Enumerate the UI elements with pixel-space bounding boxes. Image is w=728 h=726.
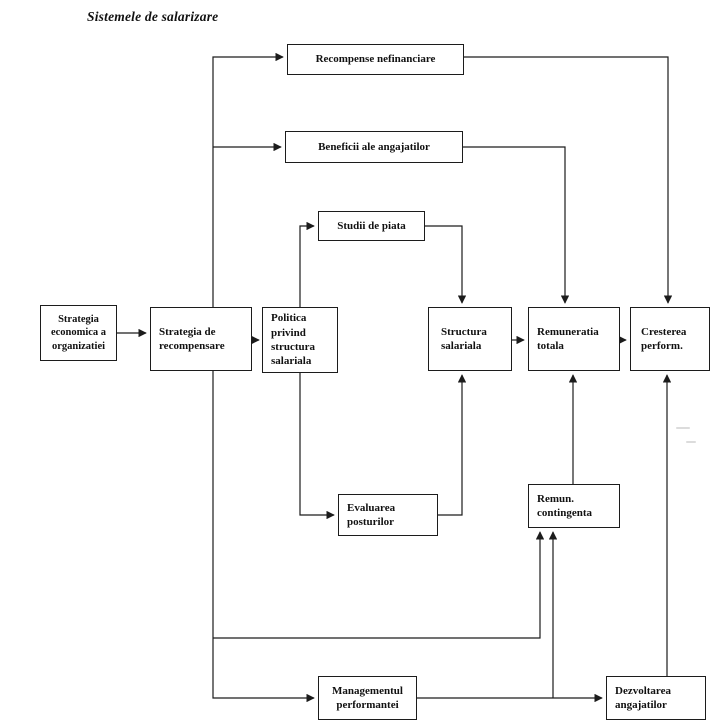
node-politica-structura-salariala: Politica privind structura salariala [262, 307, 338, 373]
node-label: Politica privind structura salariala [271, 312, 315, 368]
node-label: Recompense nefinanciare [315, 53, 436, 66]
node-beneficii-angajati: Beneficii ale angajatilor [285, 131, 463, 163]
node-structura-salariala: Structura salariala [428, 307, 512, 371]
node-strategia-economica: Strategia economica a organizatiei [40, 305, 117, 361]
node-label: Structura salariala [441, 325, 487, 352]
node-label: Cresterea perform. [641, 325, 687, 352]
node-evaluarea-posturilor: Evaluarea posturilor [338, 494, 438, 536]
scan-artifact [676, 427, 690, 429]
node-label: Remuneratia totala [537, 325, 599, 352]
node-label: Studii de piata [337, 219, 406, 232]
node-dezvoltarea-angajatilor: Dezvoltarea angajatilor [606, 676, 706, 720]
node-studii-de-piata: Studii de piata [318, 211, 425, 241]
node-label: Strategia de recompensare [159, 325, 225, 352]
node-label: Evaluarea posturilor [347, 501, 396, 528]
node-remuneratia-contingenta: Remun. contingenta [528, 484, 620, 528]
node-label: Beneficii ale angajatilor [318, 140, 430, 153]
node-remuneratia-totala: Remuneratia totala [528, 307, 620, 371]
scan-artifact [686, 441, 696, 443]
diagram-title: Sistemele de salarizare [87, 9, 219, 24]
node-label: Remun. contingenta [537, 492, 592, 519]
node-label: Managementul performantei [332, 684, 403, 711]
node-label: Strategia economica a organizatiei [50, 314, 107, 352]
node-cresterea-performantei: Cresterea perform. [630, 307, 710, 371]
node-label: Dezvoltarea angajatilor [615, 684, 671, 711]
node-recompense-nefinanciare: Recompense nefinanciare [287, 44, 464, 75]
node-managementul-performantei: Managementul performantei [318, 676, 417, 720]
node-strategia-de-recompensare: Strategia de recompensare [150, 307, 252, 371]
